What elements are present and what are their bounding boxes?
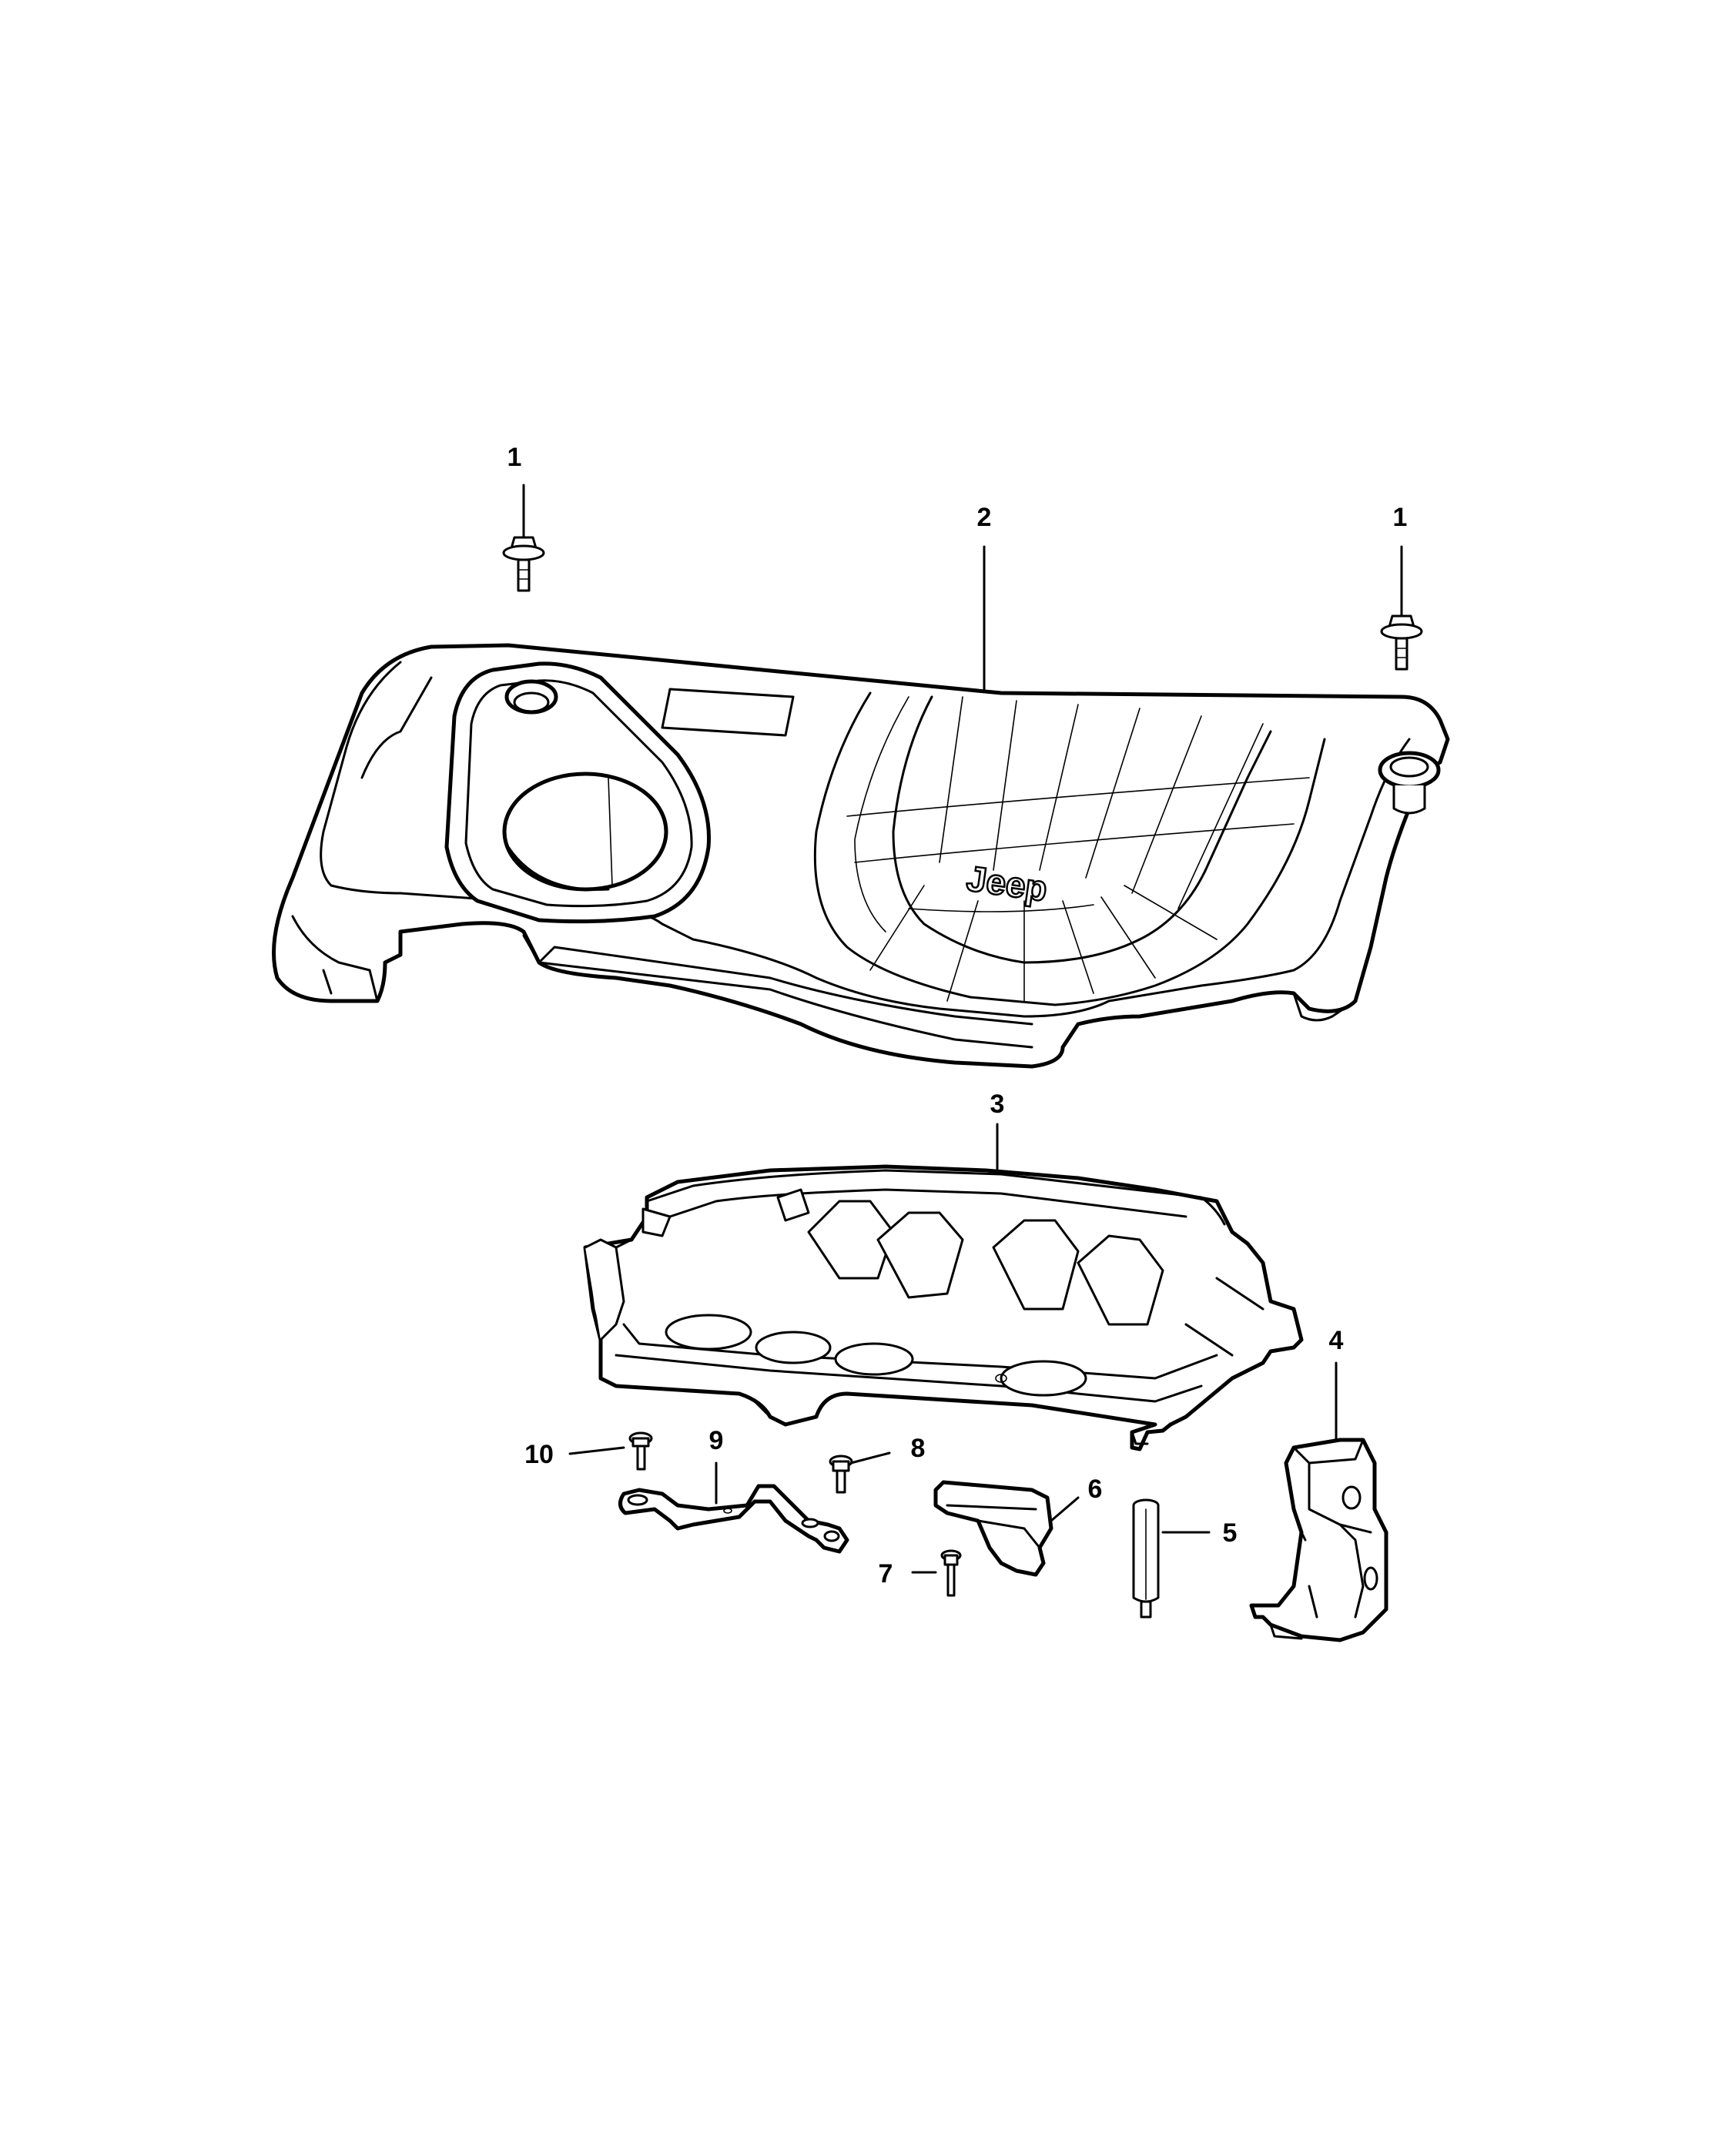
callout-8: 8: [911, 1434, 926, 1463]
callout-7: 7: [879, 1559, 893, 1589]
callout-1-right: 1: [1393, 503, 1408, 532]
bolt-left: [502, 484, 545, 592]
bolt-eight: [829, 1451, 891, 1494]
cover-clip: [933, 1480, 1080, 1577]
bolt-right: [1380, 545, 1423, 671]
callout-2: 2: [977, 503, 992, 532]
callout-1-left: 1: [507, 443, 522, 472]
cover-tray: [583, 1123, 1304, 1451]
callout-6: 6: [1088, 1475, 1103, 1504]
side-bracket: [1249, 1361, 1388, 1642]
engine-cover: Jeep: [272, 545, 1450, 1069]
callout-4: 4: [1329, 1326, 1344, 1355]
callout-9: 9: [709, 1426, 724, 1455]
bolt-ten: [568, 1431, 653, 1471]
callout-3: 3: [990, 1090, 1005, 1119]
standoff-stud: [1132, 1498, 1211, 1619]
callout-5: 5: [1223, 1518, 1238, 1548]
callout-10: 10: [524, 1440, 554, 1469]
bolt-seven: [911, 1549, 962, 1597]
mounting-strap: [618, 1461, 849, 1554]
